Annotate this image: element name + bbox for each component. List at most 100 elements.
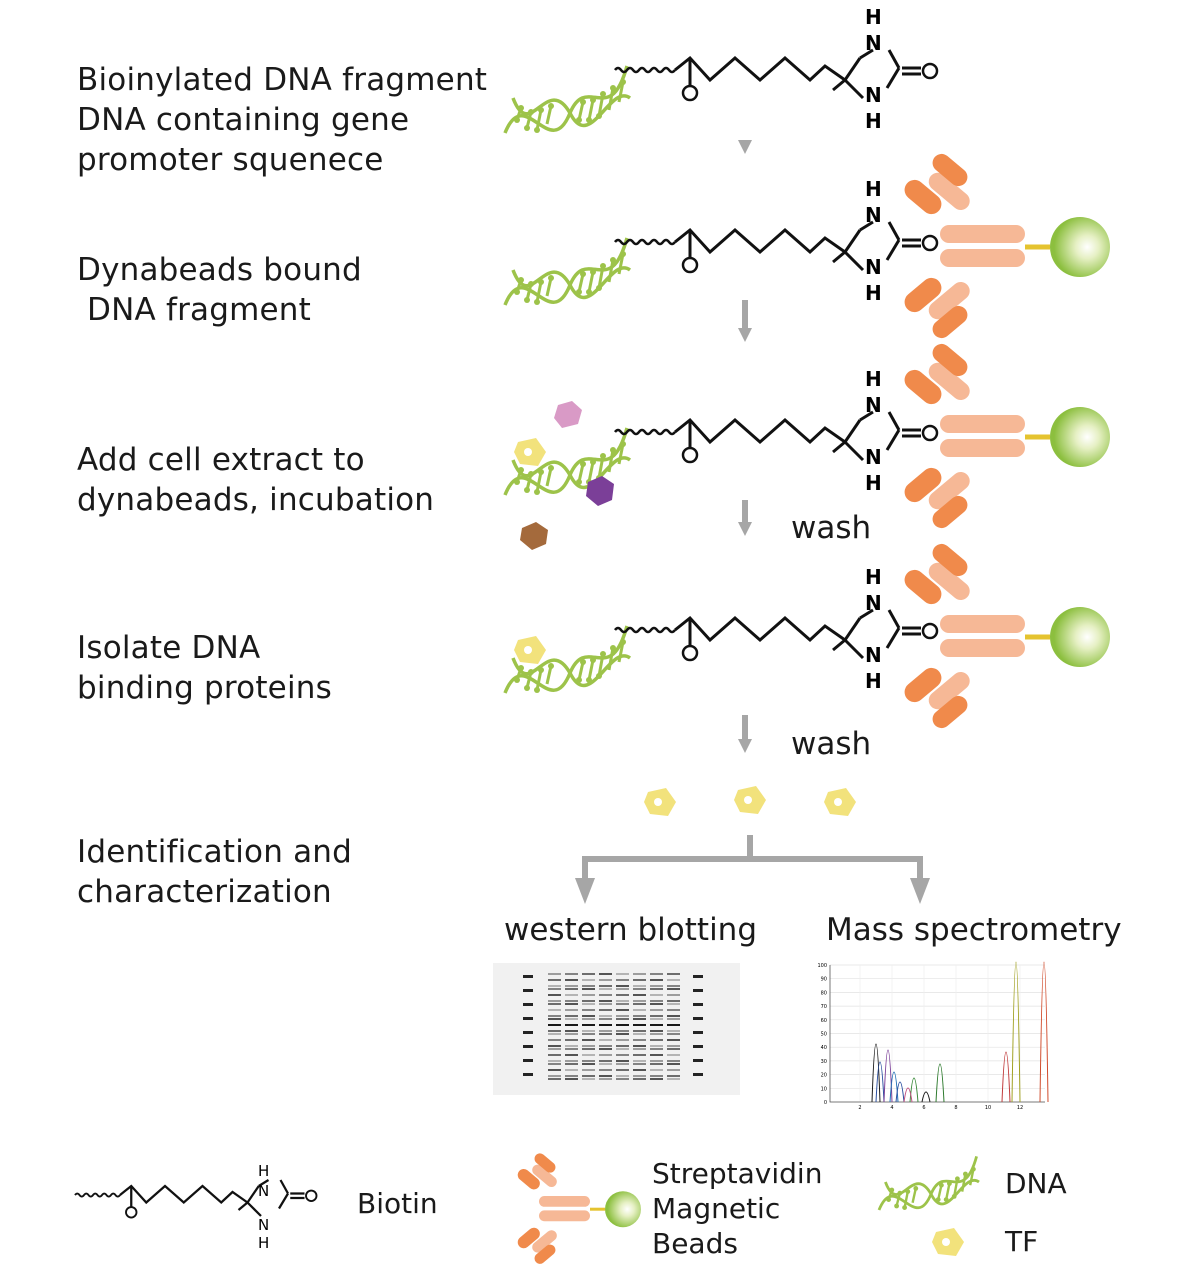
wash-label-2: wash [791, 726, 872, 762]
spectrum-y-tick: 40 [821, 1045, 827, 1051]
blot-band [548, 1060, 561, 1062]
spectrum-axis [829, 965, 1045, 1103]
released-tf-proteins [644, 786, 856, 816]
spectrum-peak [1011, 961, 1021, 1103]
mass-spectrometry-label: Mass spectrometry [826, 912, 1122, 948]
blot-band [616, 1054, 629, 1056]
blot-band [599, 979, 612, 981]
step-4-biotin-structure [613, 608, 939, 662]
blot-band [633, 973, 646, 975]
atom-label: N [865, 31, 882, 55]
legend-dna-label: DNA [1005, 1167, 1067, 1200]
spectrum-y-tick: 60 [821, 1018, 827, 1024]
step-3-arrow [738, 500, 752, 536]
blot-band [633, 1063, 646, 1065]
blot-band [650, 994, 663, 996]
blot-band [667, 994, 680, 996]
blot-band [693, 975, 703, 978]
blot-band [633, 1003, 646, 1005]
blot-band [633, 1009, 646, 1011]
atom-label: N [865, 445, 882, 469]
legend-biotin-label: Biotin [357, 1187, 438, 1220]
spectrum-y-tick: 100 [817, 963, 827, 969]
blot-band [582, 979, 595, 981]
blot-band [582, 1003, 595, 1005]
blot-band [633, 1018, 646, 1020]
blot-band [616, 1063, 629, 1065]
atom-label: N [865, 255, 882, 279]
atom-label: N [865, 393, 882, 417]
step-2-bead-antibody [900, 150, 1110, 342]
blot-band [565, 1045, 578, 1047]
blot-band [565, 1048, 578, 1050]
blot-band [633, 985, 646, 987]
spectrum-y-tick: 70 [821, 1004, 827, 1010]
blot-band [565, 1015, 578, 1017]
blot-band [616, 1033, 629, 1035]
blot-band [650, 1024, 663, 1026]
blot-band [650, 985, 663, 987]
blot-band [633, 1048, 646, 1050]
blot-band [693, 1003, 703, 1006]
blot-band [633, 1033, 646, 1035]
spectrum-y-tick: 30 [821, 1059, 827, 1065]
blot-band [650, 1069, 663, 1071]
blot-band [548, 1048, 561, 1050]
blot-band [548, 1003, 561, 1005]
blot-band [616, 1030, 629, 1032]
western-blot-image [493, 963, 740, 1095]
blot-band [633, 979, 646, 981]
blot-band [667, 1024, 680, 1026]
atom-label: N [865, 591, 882, 615]
blot-band [582, 1030, 595, 1032]
blot-band [633, 1078, 646, 1080]
blot-band [616, 979, 629, 981]
blot-band [667, 985, 680, 987]
blot-band [693, 1045, 703, 1048]
legend-biotin-icon [73, 1178, 318, 1219]
blot-band [650, 1009, 663, 1011]
blot-band [650, 1018, 663, 1020]
step-1-dna-icon [503, 64, 632, 135]
blot-band [667, 1039, 680, 1041]
blot-band [548, 1024, 561, 1026]
blot-band [633, 1000, 646, 1002]
blot-band [599, 1009, 612, 1011]
step-4-bead-antibody [900, 540, 1110, 732]
blot-band [548, 1045, 561, 1047]
spectrum-x-tick: 8 [954, 1105, 957, 1110]
blot-band [693, 1073, 703, 1076]
blot-band [616, 1018, 629, 1020]
step-3-bead-antibody [900, 340, 1110, 532]
spectrum-y-tick: 10 [821, 1086, 827, 1092]
blot-band [599, 1075, 612, 1077]
blot-band [616, 1045, 629, 1047]
blot-band [616, 1075, 629, 1077]
legend-tf-icon [932, 1228, 964, 1256]
blot-band [582, 1060, 595, 1062]
blot-band [650, 1045, 663, 1047]
blot-band [582, 1033, 595, 1035]
step-4-arrow [738, 715, 752, 753]
blot-band [548, 1030, 561, 1032]
blot-band [548, 1069, 561, 1071]
blot-band [599, 1069, 612, 1071]
blot-band [523, 1031, 533, 1034]
blot-band [548, 1075, 561, 1077]
blot-band [650, 1030, 663, 1032]
legend-dna-icon [877, 1155, 981, 1212]
blot-band [599, 1015, 612, 1017]
blot-band [667, 1075, 680, 1077]
blot-band [616, 988, 629, 990]
blot-band [599, 1018, 612, 1020]
spectrum-y-tick: 90 [821, 977, 827, 983]
blot-band [523, 989, 533, 992]
blot-band [548, 1078, 561, 1080]
blot-band [650, 1054, 663, 1056]
blot-band [582, 1048, 595, 1050]
blot-band [548, 985, 561, 987]
western-blotting-label: western blotting [504, 912, 758, 948]
step-2-label: Dynabeads bound DNA fragment [77, 252, 362, 328]
blot-band [548, 1018, 561, 1020]
blot-band [667, 1033, 680, 1035]
